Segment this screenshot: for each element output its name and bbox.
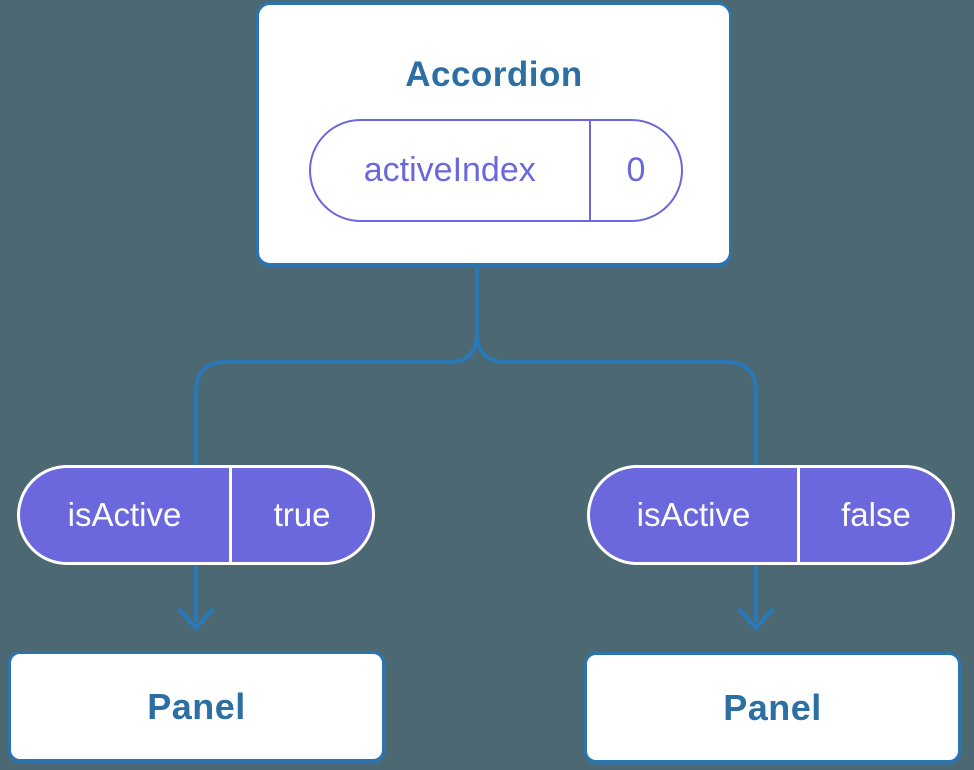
root-component-title: Accordion — [405, 55, 583, 94]
prop-pill-left: isActive true — [17, 465, 375, 565]
root-component-card: Accordion activeIndex 0 — [256, 2, 732, 266]
state-pill-value: 0 — [626, 151, 646, 189]
arrowhead-right-icon — [737, 607, 775, 632]
prop-pill-left-value: true — [273, 496, 331, 533]
prop-pill-left-name: isActive — [67, 496, 182, 533]
state-pill: activeIndex 0 — [309, 119, 683, 222]
panel-card-right: Panel — [584, 652, 961, 763]
prop-pill-right-divider — [797, 468, 800, 562]
prop-pill-right-value: false — [841, 496, 911, 533]
connector-right-branch — [475, 264, 758, 622]
connector-left-branch — [194, 264, 479, 622]
prop-pill-right-name: isActive — [636, 496, 751, 533]
panel-card-left: Panel — [8, 651, 385, 762]
arrowhead-left-icon — [177, 607, 215, 632]
prop-pill-left-divider — [229, 468, 232, 562]
prop-pill-right: isActive false — [587, 465, 955, 565]
state-pill-divider — [588, 121, 591, 220]
state-pill-name: activeIndex — [363, 151, 536, 189]
